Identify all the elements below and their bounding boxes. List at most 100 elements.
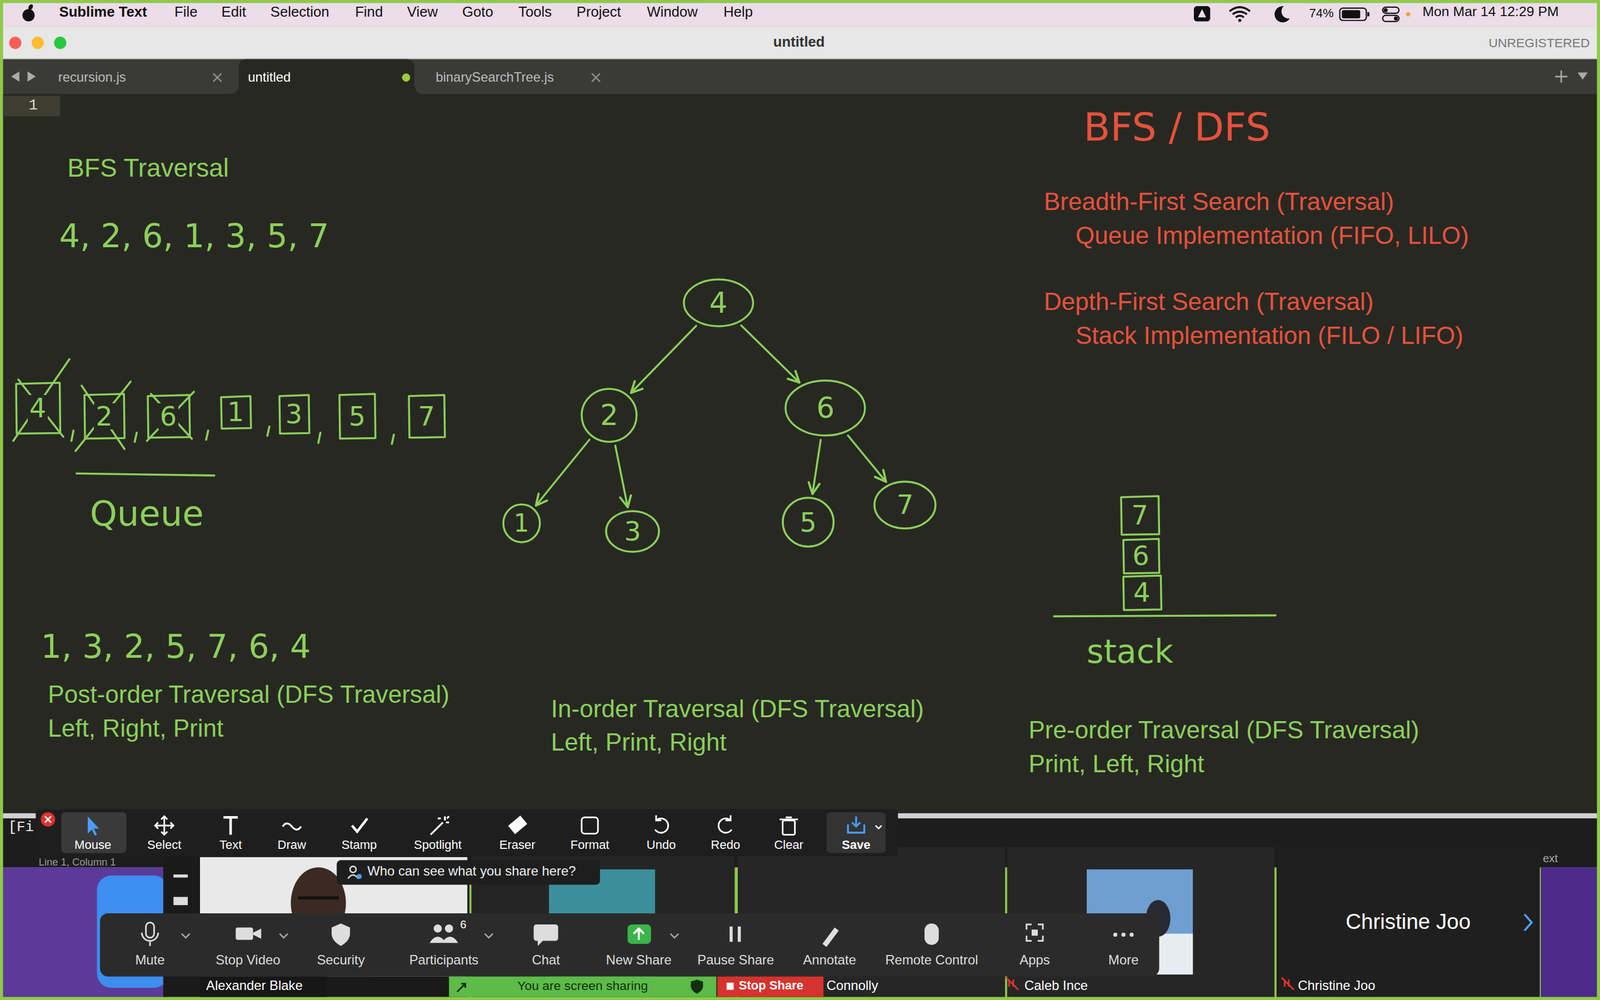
control-label: Participants: [409, 952, 479, 968]
menu-bar: [27, 3, 34, 11]
node-value: 3: [624, 518, 642, 545]
menu-item: View: [407, 3, 438, 21]
stack-cell: 7: [1119, 495, 1160, 536]
meeting-controls: [433, 924, 443, 933]
tree-node: 4: [682, 278, 755, 328]
menu-item: Project: [576, 3, 622, 21]
toolbar-label: Stamp: [341, 837, 378, 852]
node-value: 7: [1131, 502, 1148, 529]
meeting-controls: [331, 923, 350, 946]
queue-cell: 3: [277, 393, 311, 435]
meeting-controls: [100, 913, 1160, 977]
node-outline: [16, 382, 60, 434]
node-circle: [581, 388, 637, 442]
node-value: 6: [158, 403, 179, 430]
annotation-toolbar: [352, 818, 368, 832]
node-value: 2: [93, 403, 114, 430]
node-value: 5: [347, 403, 368, 430]
menu-bar: [1238, 18, 1242, 23]
meeting-controls: [1031, 929, 1038, 936]
meeting-controls: [729, 926, 733, 943]
file-tab: binarySearchTree.js: [435, 69, 554, 85]
note-heading: Post-order Traversal (DFS Traversal): [47, 680, 450, 709]
meeting-controls: [141, 932, 158, 947]
editor-area: [3, 93, 1598, 815]
annotation-toolbar: [718, 815, 732, 833]
meeting-controls: [445, 924, 454, 933]
toolbar-label: Format: [570, 837, 610, 852]
stack-baseline: [1053, 615, 1276, 617]
control-label: Security: [316, 952, 365, 968]
window-title-bar: [31, 36, 44, 49]
status-text: ext: [1542, 852, 1558, 865]
handwritten-heading: BFS / DFS: [1083, 105, 1271, 150]
menu-bar: [3, 3, 1598, 27]
node-outline: [408, 395, 445, 438]
note-line: Queue Implementation (FIFO, LILO): [1075, 221, 1469, 250]
node-value: 6: [1132, 542, 1149, 570]
annotation-toolbar: [782, 820, 795, 835]
node-value: 4: [709, 288, 728, 318]
node-circle: [785, 380, 865, 436]
node-circle: [606, 511, 659, 552]
annotation-toolbar: [40, 812, 55, 827]
sharing-bar: [690, 979, 703, 994]
stack-cell: 4: [1121, 574, 1163, 612]
annotation-toolbar: [35, 809, 898, 857]
menu-item: File: [174, 3, 198, 21]
menu-item: Window: [646, 3, 698, 21]
handwritten-label: stack: [1086, 632, 1174, 671]
tree-arrow: [847, 435, 887, 482]
zoom-gallery: [297, 896, 339, 900]
line-number: 1: [28, 96, 38, 115]
meeting-controls: [146, 922, 155, 938]
tab-bar: [3, 59, 1598, 94]
node-value: 1: [225, 398, 246, 426]
clock: Mon Mar 14 12:29 PM: [1422, 3, 1559, 20]
share-tooltip: [347, 875, 358, 879]
node-value: 5: [799, 509, 817, 537]
queue-cell: 1: [219, 395, 253, 430]
node-outline: [84, 393, 125, 439]
annotation-toolbar: [61, 812, 127, 853]
note-heading: In-order Traversal (DFS Traversal): [551, 695, 924, 724]
participant-name: Connolly: [826, 977, 879, 993]
muted-mic-icon: [1006, 977, 1019, 990]
window-title: untitled: [773, 33, 825, 51]
meeting-controls: [181, 933, 679, 938]
console-text: [Fi: [8, 819, 34, 837]
toolbar-label: Select: [147, 837, 182, 852]
menu-bar: [22, 9, 35, 22]
meeting-controls: [924, 923, 939, 945]
annotation-toolbar: [509, 816, 527, 833]
node-circle: [503, 504, 540, 543]
handwritten-label: Queue: [90, 493, 204, 534]
battery-percent: 74%: [1309, 6, 1334, 20]
node-value: 3: [283, 401, 304, 428]
menu-bar: [1382, 7, 1399, 14]
tree-arrow: [631, 325, 697, 393]
node-outline: [279, 395, 310, 434]
node-outline: [221, 396, 252, 429]
meeting-controls: [737, 926, 742, 943]
menu-bar: [1341, 10, 1360, 19]
node-value: 7: [896, 491, 914, 519]
license-status: UNREGISTERED: [1488, 35, 1590, 50]
zoom-gallery: [200, 975, 327, 998]
handwritten-sequence: 1, 3, 2, 5, 7, 6, 4: [40, 627, 311, 666]
toolbar-label: Clear: [773, 837, 804, 852]
toolbar-label: Text: [219, 837, 242, 852]
meeting-controls: [1113, 932, 1118, 937]
menu-item: Help: [723, 3, 753, 21]
menu-bar: [1229, 7, 1250, 18]
menu-bar: [1393, 16, 1398, 20]
menu-item: Find: [355, 3, 383, 21]
annotation-toolbar: [779, 817, 798, 820]
node-circle: [683, 279, 754, 327]
annotation-toolbar: [35, 809, 898, 857]
meeting-controls: [1121, 932, 1126, 937]
zoom-gallery: [1276, 846, 1540, 997]
tab-bar: [27, 71, 37, 82]
menu-bar: [1274, 6, 1290, 23]
